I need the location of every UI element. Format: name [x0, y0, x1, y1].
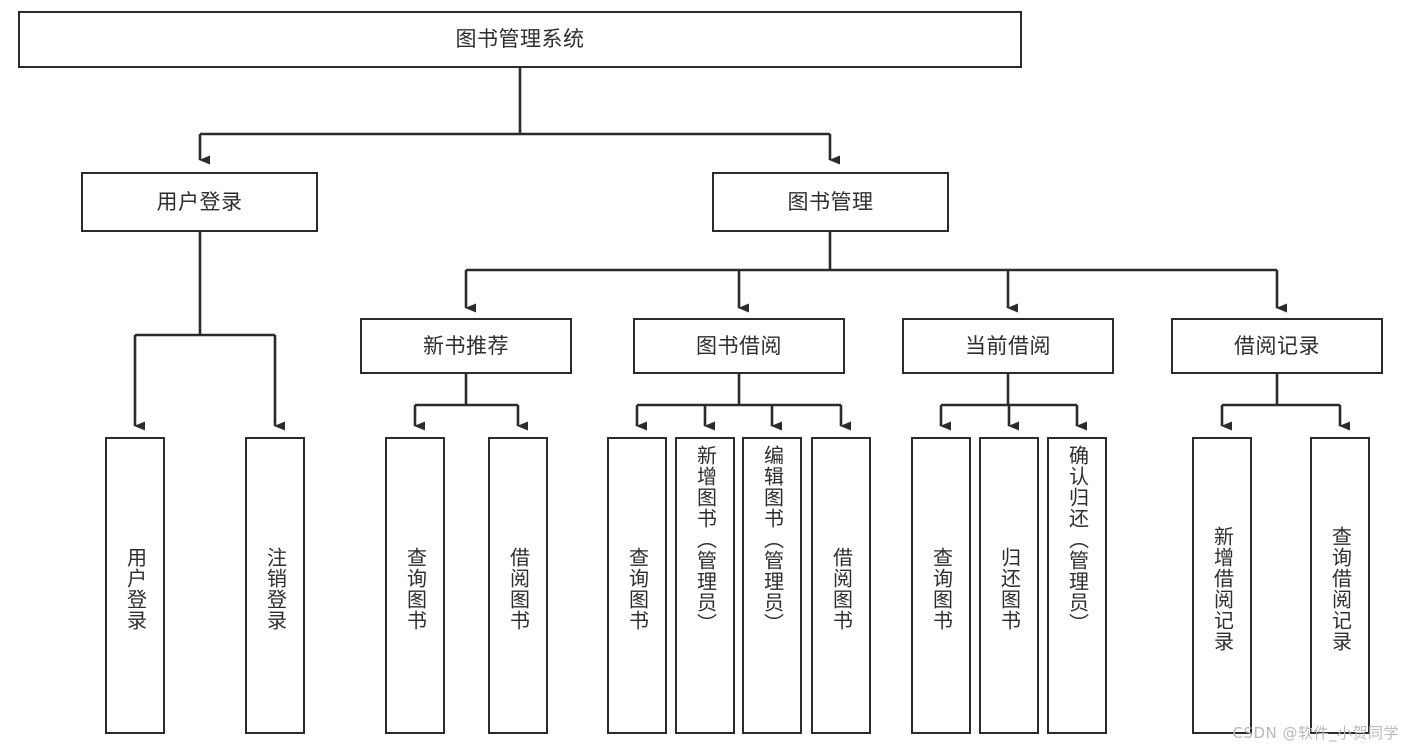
node-book-borrow[interactable]: 图书借阅 — [633, 318, 845, 374]
node-book-management[interactable]: 图书管理 — [712, 172, 949, 232]
node-current-borrow[interactable]: 当前借阅 — [902, 318, 1114, 374]
node-root-label: 图书管理系统 — [455, 27, 585, 51]
node-leaf-borrow-book-2[interactable]: 借阅图书 — [811, 437, 871, 734]
node-leaf-add-book-label: 新增图书（管理员） — [693, 445, 718, 634]
node-leaf-query-book-1-label: 查询图书 — [403, 546, 428, 631]
node-root[interactable]: 图书管理系统 — [18, 11, 1022, 68]
node-leaf-borrow-book-1-label: 借阅图书 — [506, 546, 531, 631]
node-leaf-logout-login-label: 注销登录 — [263, 546, 288, 631]
node-leaf-add-book[interactable]: 新增图书（管理员） — [675, 437, 735, 734]
node-leaf-add-record[interactable]: 新增借阅记录 — [1192, 437, 1252, 734]
node-leaf-query-book-3-label: 查询图书 — [929, 546, 954, 631]
node-leaf-return-book-label: 归还图书 — [997, 546, 1022, 631]
node-leaf-query-record[interactable]: 查询借阅记录 — [1310, 437, 1370, 734]
node-leaf-edit-book[interactable]: 编辑图书（管理员） — [742, 437, 802, 734]
node-leaf-query-book-2[interactable]: 查询图书 — [607, 437, 667, 734]
node-leaf-query-book-1[interactable]: 查询图书 — [385, 437, 445, 734]
node-leaf-borrow-book-1[interactable]: 借阅图书 — [488, 437, 548, 734]
node-leaf-logout-login[interactable]: 注销登录 — [245, 437, 305, 734]
node-leaf-user-login-label: 用户登录 — [123, 546, 148, 631]
node-book-management-label: 图书管理 — [787, 189, 874, 214]
node-new-book-recommend-label: 新书推荐 — [423, 333, 509, 358]
node-book-borrow-label: 图书借阅 — [696, 333, 782, 358]
node-leaf-query-book-3[interactable]: 查询图书 — [911, 437, 971, 734]
node-leaf-confirm-return-label: 确认归还（管理员） — [1065, 445, 1090, 634]
node-leaf-add-record-label: 新增借阅记录 — [1210, 525, 1235, 652]
node-borrow-record[interactable]: 借阅记录 — [1171, 318, 1383, 374]
node-leaf-user-login[interactable]: 用户登录 — [105, 437, 165, 734]
node-leaf-confirm-return[interactable]: 确认归还（管理员） — [1047, 437, 1107, 734]
node-leaf-borrow-book-2-label: 借阅图书 — [829, 546, 854, 631]
node-leaf-edit-book-label: 编辑图书（管理员） — [760, 445, 785, 634]
node-leaf-query-book-2-label: 查询图书 — [625, 546, 650, 631]
node-borrow-record-label: 借阅记录 — [1234, 333, 1320, 358]
node-leaf-return-book[interactable]: 归还图书 — [979, 437, 1039, 734]
watermark-text: CSDN @软件_小贺同学 — [1232, 724, 1399, 742]
node-user-login[interactable]: 用户登录 — [81, 172, 318, 232]
node-new-book-recommend[interactable]: 新书推荐 — [360, 318, 572, 374]
node-leaf-query-record-label: 查询借阅记录 — [1328, 525, 1353, 652]
node-current-borrow-label: 当前借阅 — [965, 333, 1051, 358]
node-user-login-label: 用户登录 — [156, 189, 243, 214]
